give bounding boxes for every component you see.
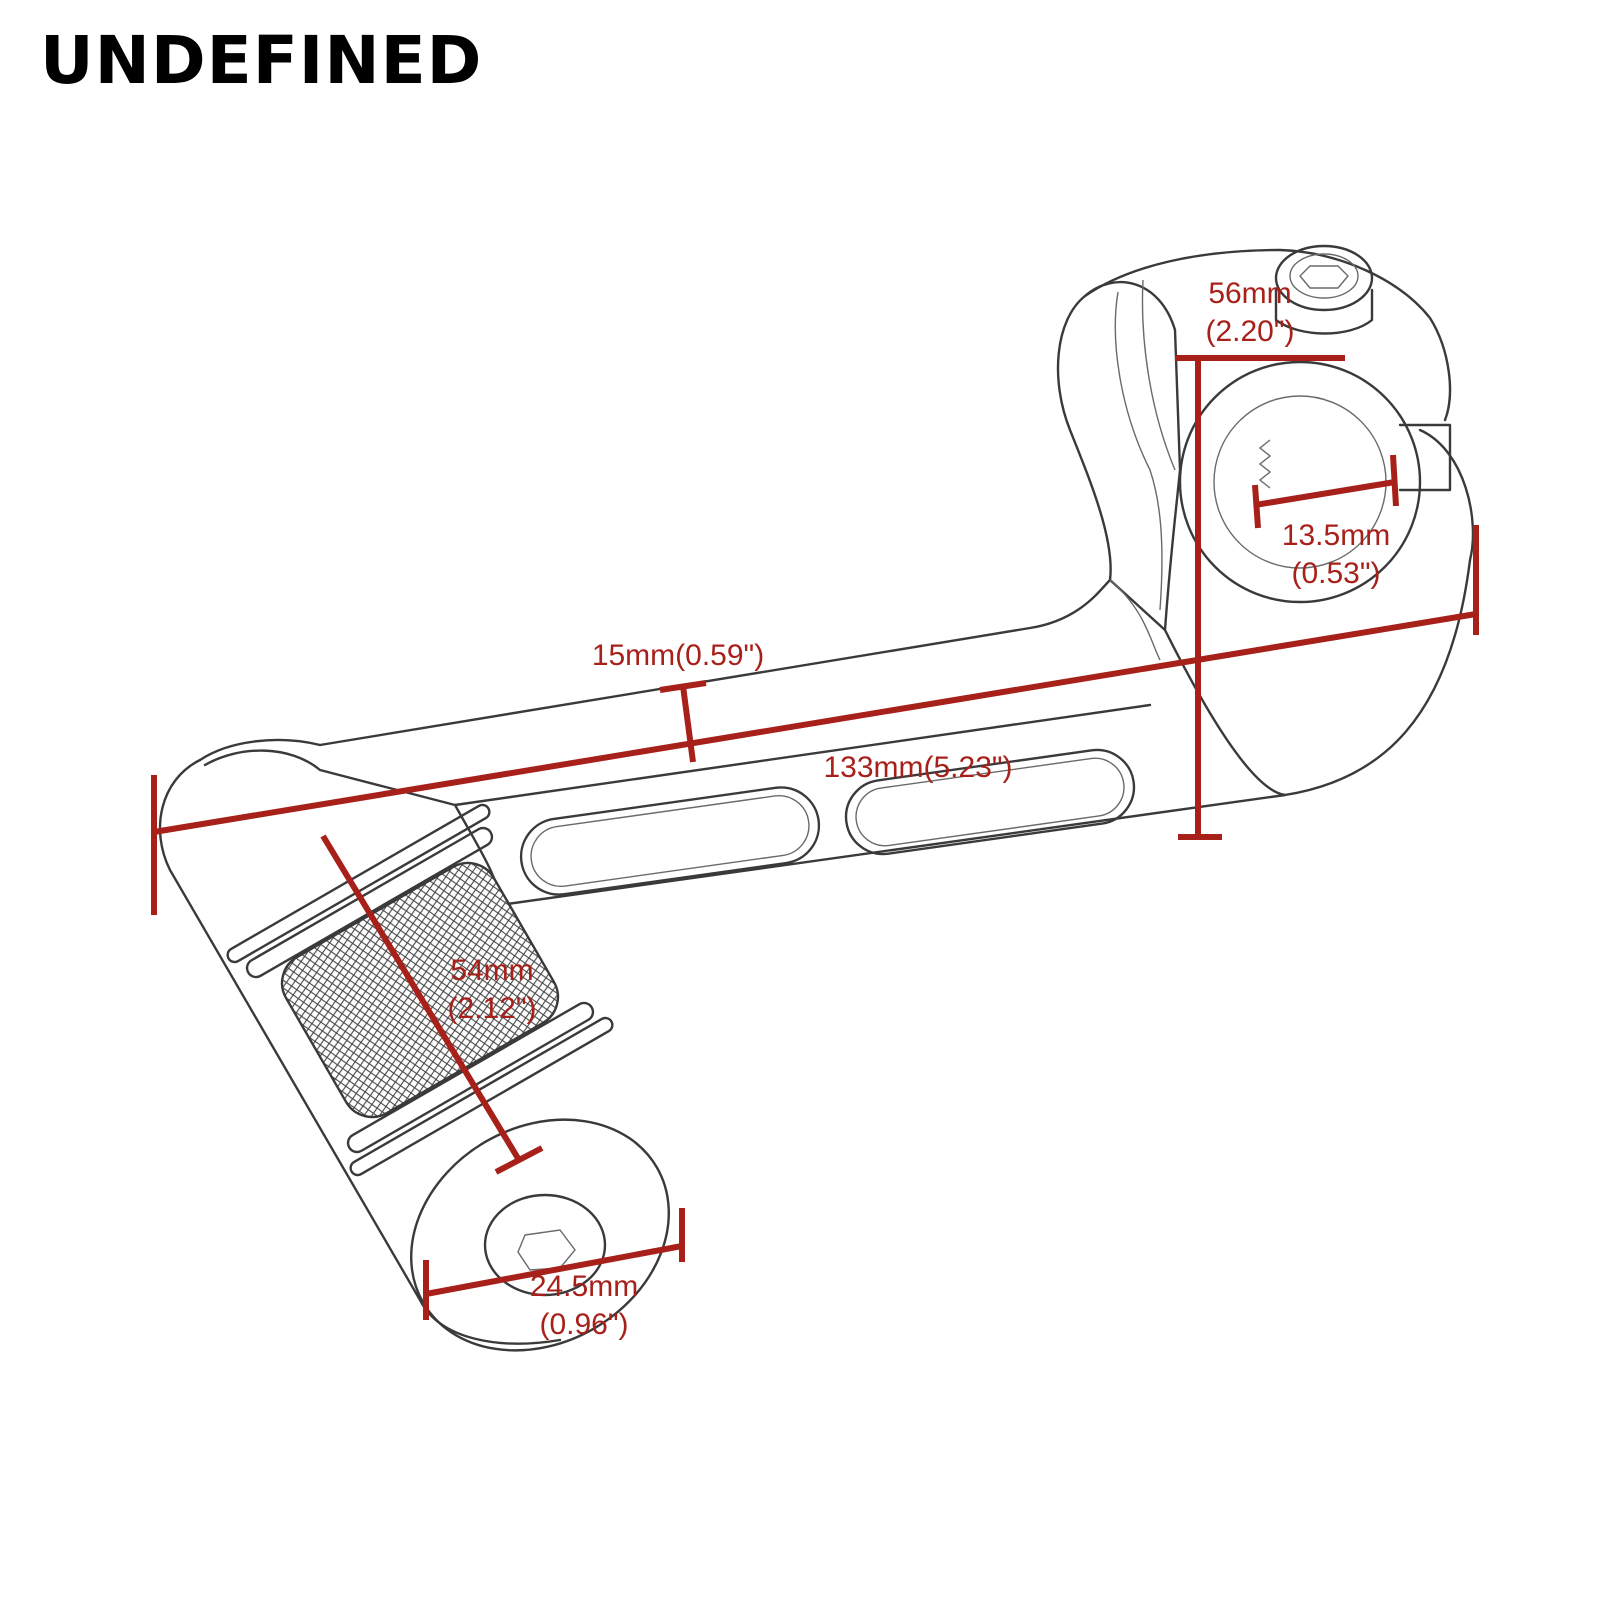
clamp-bolt-icon: [1274, 244, 1374, 335]
lever-slot-2: [844, 748, 1136, 856]
label-arm-width: 15mm(0.59"): [592, 639, 764, 672]
shift-lever-drawing: [158, 244, 1475, 1352]
knurled-grip: [280, 861, 560, 1119]
label-clamp-height-mm: 56mm: [1208, 277, 1291, 310]
dim-line-peg-length: [320, 834, 522, 1162]
label-bore-mm: 13.5mm: [1282, 519, 1390, 552]
label-peg-diameter-mm: 24.5mm: [530, 1270, 638, 1303]
lever-slot-1: [519, 786, 821, 896]
foot-peg: [158, 749, 670, 1352]
dim-line-overall-length: [153, 611, 1477, 835]
dimension-labels: 56mm (2.20") 13.5mm (0.53") 15mm(0.59") …: [447, 277, 1390, 1341]
dim-line-peg-diameter: [425, 1243, 683, 1297]
label-peg-diameter-inch: (0.96"): [539, 1308, 628, 1341]
clamp-bore-ring: [1178, 360, 1422, 604]
brand-logo: UNDEFINED: [40, 22, 483, 99]
dimension-lines: [151, 355, 1479, 1320]
label-peg-length-mm: 54mm: [450, 954, 533, 987]
peg-end-cap: [410, 1118, 670, 1352]
label-clamp-height-inch: (2.20"): [1205, 315, 1294, 348]
clamp-housing: [1056, 244, 1475, 797]
lever-arm: [198, 578, 1287, 907]
label-bore-inch: (0.53"): [1291, 557, 1380, 590]
label-peg-length-inch: (2.12"): [447, 992, 536, 1025]
peg-cap-bolt-icon: [483, 1193, 607, 1297]
dim-line-arm-width: [680, 685, 696, 763]
dim-line-bore: [1254, 479, 1396, 508]
label-overall-length: 133mm(5.23"): [823, 751, 1012, 784]
